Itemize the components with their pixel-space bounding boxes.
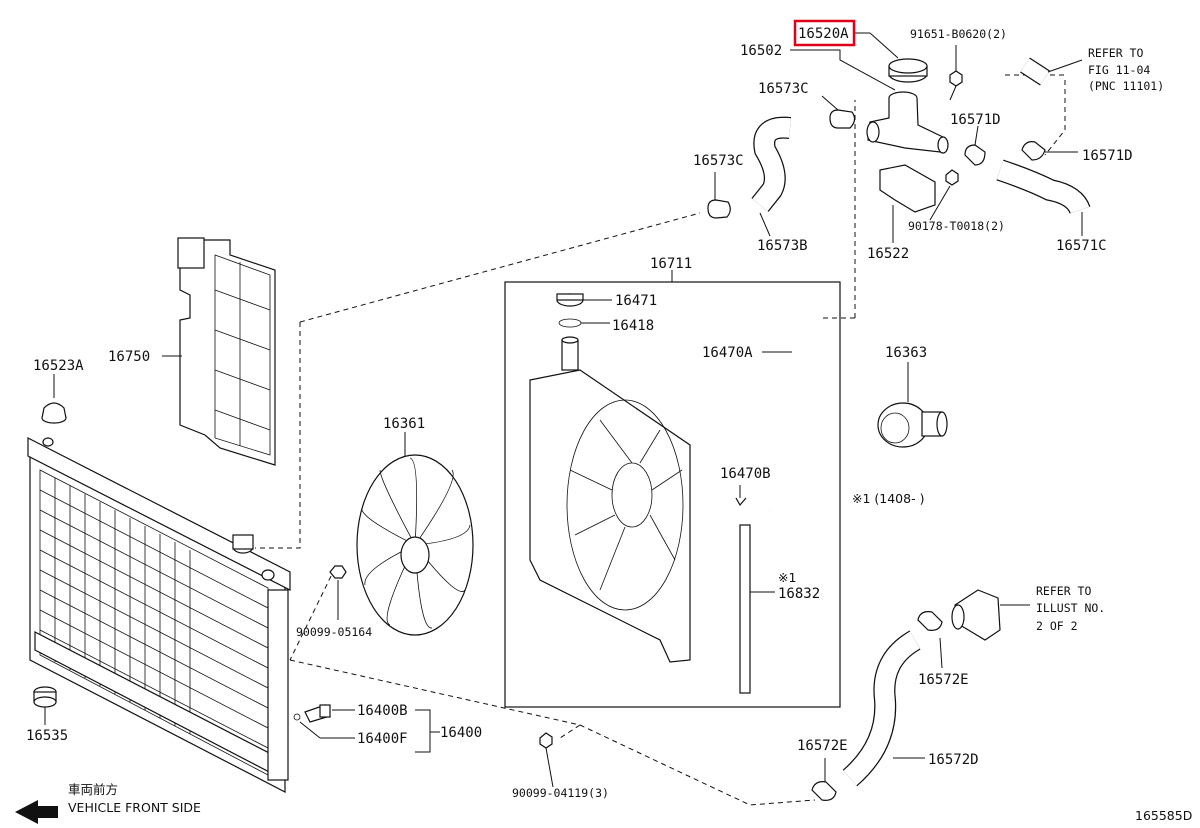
refer-label-1b[interactable]: FIG 11-04 [1088, 63, 1150, 77]
refer-label-2a: REFER TO [1036, 584, 1091, 598]
label-16571C[interactable]: 16571C [1056, 238, 1107, 254]
clamp-16572E-lower [811, 758, 837, 801]
fan-shroud-16711 [529, 336, 691, 663]
label-16573B[interactable]: 16573B [757, 238, 808, 254]
label-16400[interactable]: 16400 [440, 725, 482, 741]
outlet-16502 [790, 49, 949, 154]
label-16572D[interactable]: 16572D [928, 752, 979, 768]
label-16418[interactable]: 16418 [612, 318, 654, 334]
label-16832[interactable]: 16832 [778, 586, 820, 602]
label-91651[interactable]: 91651-B0620(2) [910, 27, 1007, 41]
clamp-16571D-left [964, 125, 986, 166]
label-16522[interactable]: 16522 [867, 246, 909, 262]
label-16535[interactable]: 16535 [26, 728, 68, 744]
refer-label-1a: REFER TO [1088, 46, 1143, 60]
label-16361[interactable]: 16361 [383, 416, 425, 432]
nut-90178 [929, 169, 959, 221]
label-16520A[interactable]: 16520A [798, 26, 849, 42]
motor-16363 [877, 362, 948, 448]
drain-plug-16400 [293, 704, 440, 753]
bolt-90099-04119 [539, 732, 554, 788]
label-16400F[interactable]: 16400F [357, 731, 408, 747]
refer-label-1c: (PNC 11101) [1088, 79, 1164, 93]
label-90178[interactable]: 90178-T0018(2) [908, 219, 1005, 233]
nut-90099-05164 [329, 565, 347, 620]
thermostat-housing [951, 589, 1030, 641]
highlight-box-16520A [793, 19, 856, 47]
seal-16832 [739, 524, 775, 694]
vehicle-front-arrow-icon [15, 800, 58, 824]
front-label-jp: 車両前方 [68, 782, 118, 797]
label-16572E-lower[interactable]: 16572E [797, 738, 848, 754]
bolt-91651 [949, 45, 963, 101]
label-16470B[interactable]: 16470B [720, 466, 771, 482]
label-16711[interactable]: 16711 [650, 256, 692, 272]
clamp-16573C-lower [707, 172, 731, 219]
clamp-16571D-right [1021, 141, 1078, 161]
hose-16571C [996, 159, 1091, 236]
label-16471[interactable]: 16471 [615, 293, 657, 309]
hose-16470A [762, 307, 819, 512]
label-16400B[interactable]: 16400B [357, 703, 408, 719]
label-16502[interactable]: 16502 [740, 43, 782, 59]
cap-16471 [556, 293, 612, 307]
hose-16572D [842, 630, 925, 787]
shroud-16750 [162, 237, 276, 466]
bracket-16522 [879, 164, 936, 243]
note-1408: ※1 (1408- ) [852, 491, 924, 506]
cushion-16535 [33, 686, 57, 725]
oring-16418 [558, 318, 610, 328]
figure-id: 165585D [1135, 808, 1192, 823]
label-16573C-lower[interactable]: 16573C [693, 153, 744, 169]
refer-label-2c: 2 OF 2 [1036, 619, 1078, 633]
hose-16573B [751, 116, 792, 237]
label-16470A[interactable]: 16470A [702, 345, 753, 361]
label-90099-04119[interactable]: 90099-04119(3) [512, 786, 609, 800]
clamp-16572E-upper [917, 611, 943, 669]
front-label-en: VEHICLE FRONT SIDE [68, 800, 201, 815]
label-16750[interactable]: 16750 [108, 349, 150, 365]
label-16572E-upper[interactable]: 16572E [918, 672, 969, 688]
cap-16520A-assembly [855, 32, 928, 83]
refer-label-2b: ILLUST NO. [1036, 601, 1105, 615]
clamp-16573C-upper [821, 95, 856, 129]
label-16523A[interactable]: 16523A [33, 358, 84, 374]
note-mark: ※1 [778, 570, 796, 585]
hose-ref-fig11 [1020, 57, 1083, 86]
label-90099-05164[interactable]: 90099-05164 [296, 625, 372, 639]
label-16573C-upper[interactable]: 16573C [758, 81, 809, 97]
dashed-connectors [255, 74, 1066, 806]
part-labels: 16520A 16502 91651-B0620(2) REFER TO FIG… [26, 26, 1192, 823]
fan-16361 [356, 432, 474, 636]
fan-shroud-box-16711 [504, 270, 841, 708]
label-16571D-right[interactable]: 16571D [1082, 148, 1133, 164]
cushion-16523A [41, 374, 67, 424]
label-16571D-left[interactable]: 16571D [950, 112, 1001, 128]
radiator-assembly [27, 437, 291, 793]
label-16363[interactable]: 16363 [885, 345, 927, 361]
clamp-16470B [735, 485, 747, 507]
